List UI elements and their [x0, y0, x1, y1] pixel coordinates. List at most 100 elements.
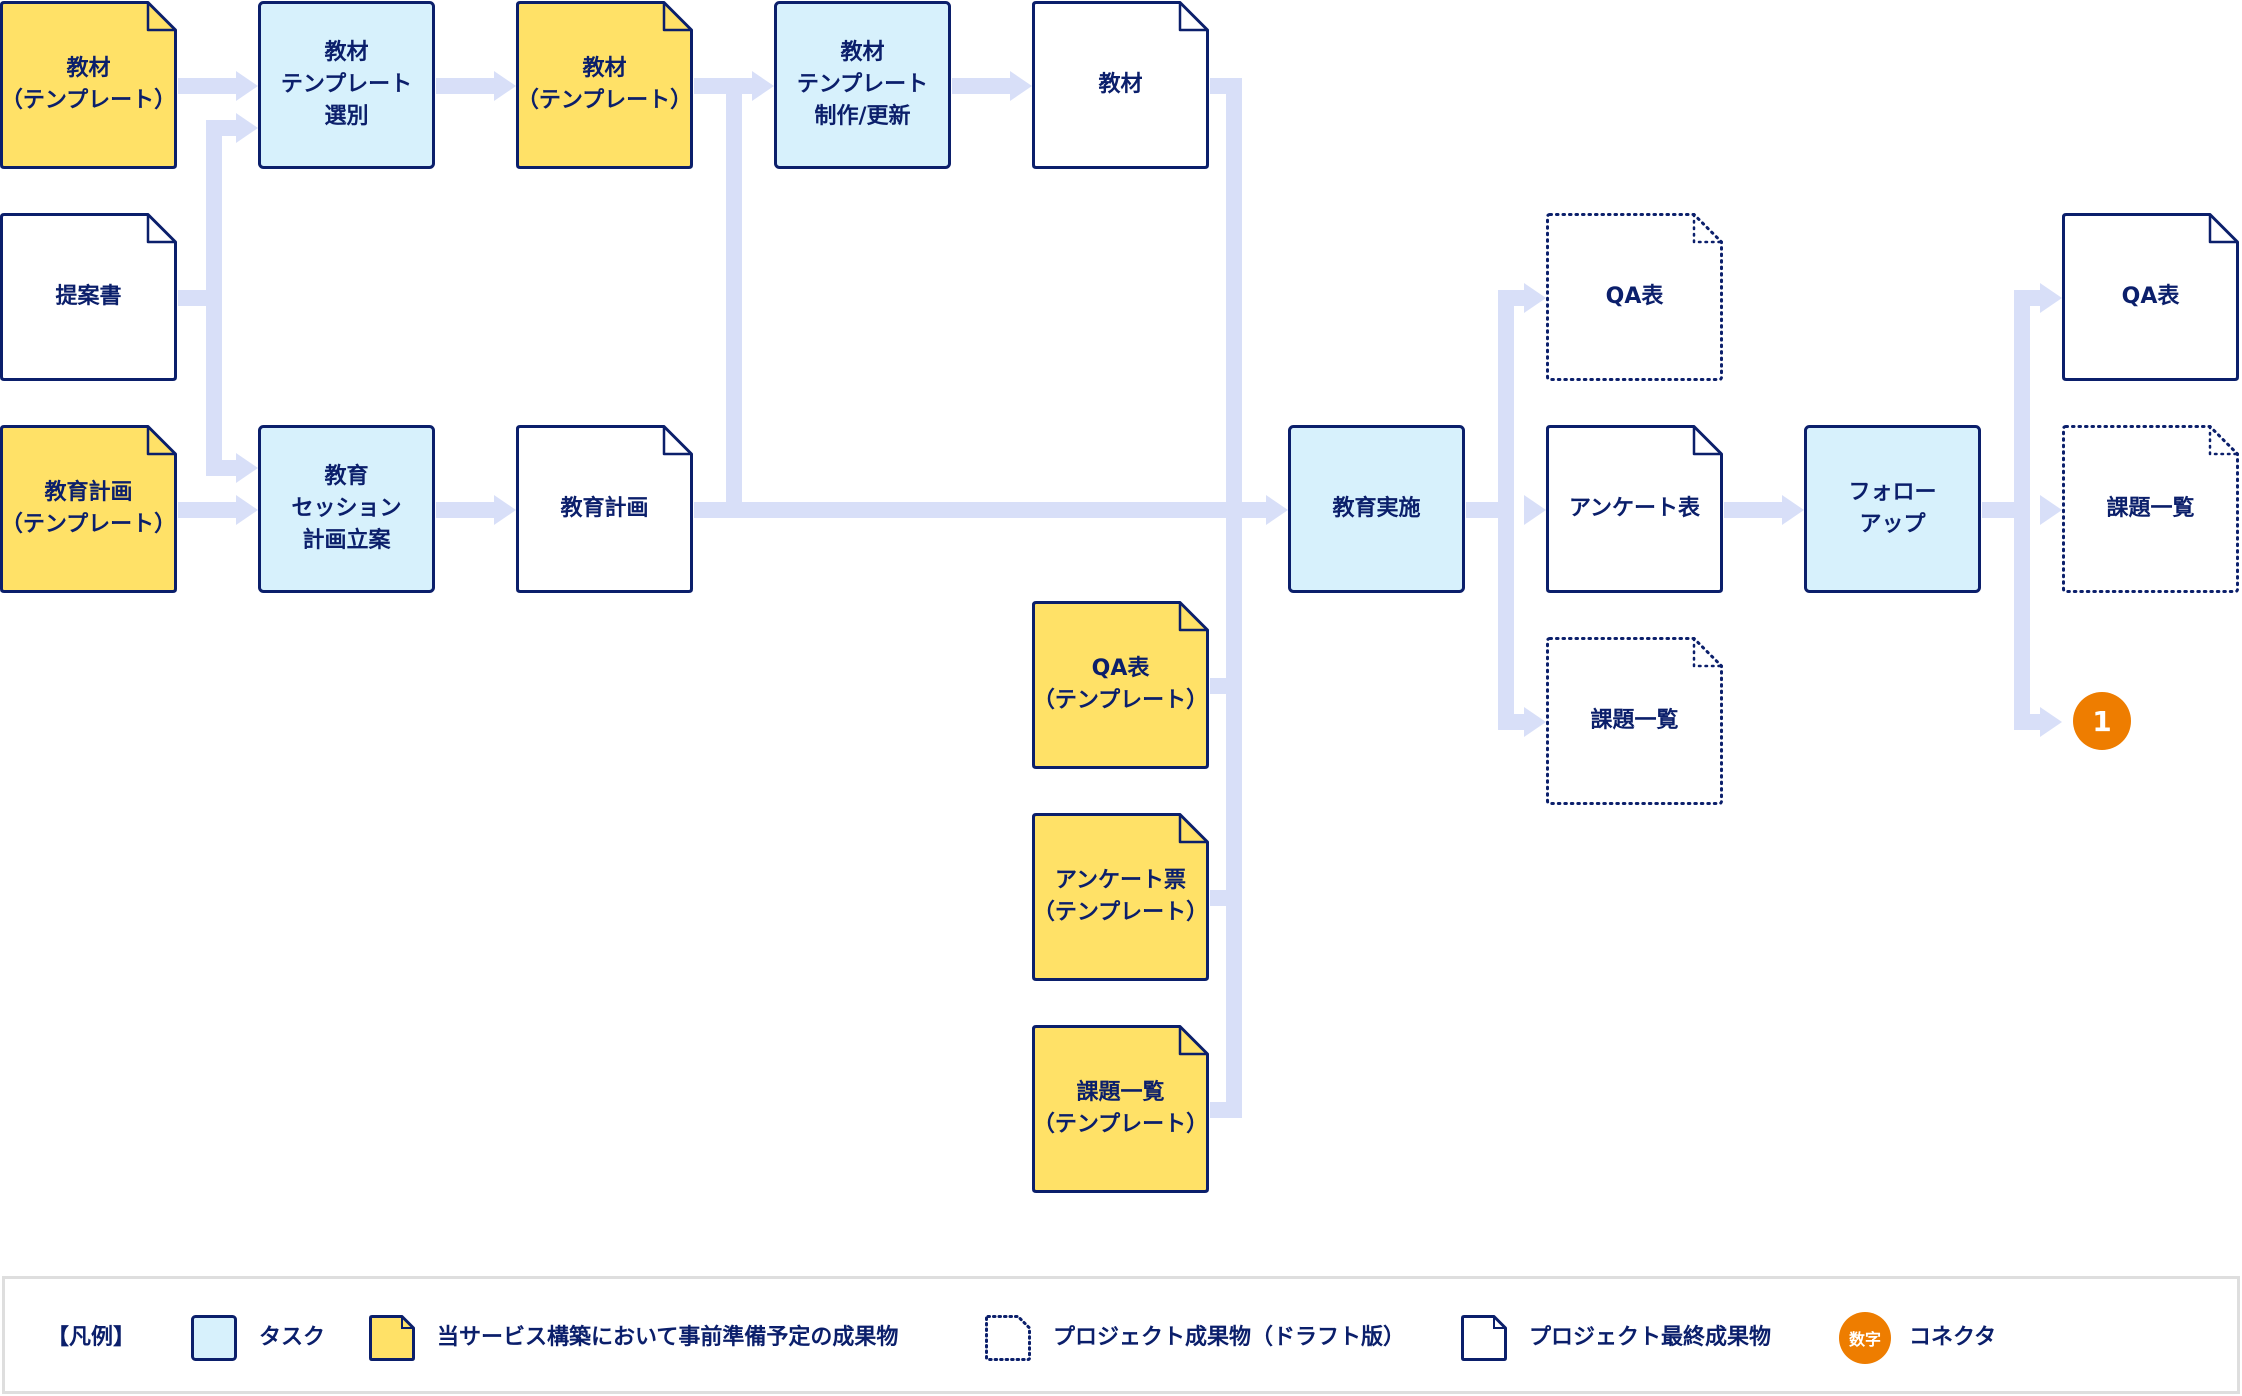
- node-kyozai-template-select: 教材 テンプレート 選別: [258, 1, 435, 169]
- legend-title: 【凡例】: [47, 1325, 136, 1350]
- prepared-document-icon: [1032, 1025, 1209, 1193]
- legend-label-prepared: 当サービス構築において事前準備予定の成果物: [437, 1325, 899, 1350]
- prepared-legend-icon: [369, 1315, 415, 1361]
- node-label: 課題一覧: [2106, 496, 2195, 521]
- final-document-icon: [1032, 1, 1209, 169]
- flow-line: [694, 78, 754, 94]
- final-document-icon: [516, 425, 693, 593]
- node-label: 教育実施: [1332, 496, 1421, 521]
- task-box-icon: [258, 425, 435, 593]
- flow-line: [952, 78, 1012, 94]
- node-label: 教材 （テンプレート）: [0, 56, 177, 113]
- arrow-head: [2040, 707, 2062, 737]
- arrow-head: [494, 71, 516, 101]
- flow-line: [206, 460, 238, 476]
- node-label: 課題一覧 （テンプレート）: [1032, 1080, 1209, 1137]
- node-kyozai-template-1: 教材 （テンプレート）: [0, 1, 177, 169]
- task-box-icon: [774, 1, 951, 169]
- node-label: 教材 テンプレート 選別: [280, 40, 413, 129]
- prepared-document-icon: [1032, 601, 1209, 769]
- prepared-document-icon: [0, 1, 177, 169]
- flow-line: [726, 78, 742, 518]
- task-legend-icon: [191, 1315, 237, 1361]
- node-label: 課題一覧: [1590, 708, 1679, 733]
- node-qa-final: QA表: [2062, 213, 2239, 381]
- final-document-icon: [1546, 425, 1723, 593]
- node-kyozai-template-2: 教材 （テンプレート）: [516, 1, 693, 169]
- node-label: フォロー アップ: [1848, 480, 1937, 537]
- flow-line: [1210, 890, 1242, 906]
- flow-line: [178, 502, 238, 518]
- flow-line: [2014, 714, 2042, 730]
- flow-line: [1498, 290, 1526, 306]
- arrow-head: [236, 71, 258, 101]
- legend-label-connector: コネクタ: [1909, 1325, 1997, 1350]
- node-label: QA表: [1605, 284, 1664, 309]
- flow-line: [1724, 502, 1784, 518]
- flow-line: [1498, 290, 1514, 722]
- node-session-plan: 教育 セッション 計画立案: [258, 425, 435, 593]
- final-document-icon: [0, 213, 177, 381]
- arrow-head: [1524, 707, 1546, 737]
- node-label: アンケート表: [1568, 496, 1701, 521]
- node-label: 教育計画 （テンプレート）: [0, 480, 177, 537]
- flow-line: [178, 78, 238, 94]
- node-teiansho: 提案書: [0, 213, 177, 381]
- arrow-head: [236, 495, 258, 525]
- legend-label-draft: プロジェクト成果物（ドラフト版）: [1053, 1325, 1406, 1350]
- node-label: 提案書: [55, 284, 122, 309]
- node-label: 教材 （テンプレート）: [516, 56, 693, 113]
- node-label: QA表: [2121, 284, 2180, 309]
- node-label: アンケート票 （テンプレート）: [1032, 868, 1209, 925]
- node-follow-up: フォロー アップ: [1804, 425, 1981, 593]
- arrow-head: [1010, 71, 1032, 101]
- flow-line: [206, 120, 238, 136]
- flow-line: [2014, 290, 2042, 306]
- node-enquete: アンケート表: [1546, 425, 1723, 593]
- arrow-head: [236, 453, 258, 483]
- legend-label-final: プロジェクト最終成果物: [1529, 1325, 1772, 1350]
- arrow-head: [1524, 283, 1546, 313]
- flow-line: [436, 502, 496, 518]
- node-enquete-template: アンケート票 （テンプレート）: [1032, 813, 1209, 981]
- legend: 【凡例】 タスク 当サービス構築において事前準備予定の成果物 プロジェクト成果物…: [2, 1276, 2240, 1394]
- arrow-head: [1266, 495, 1288, 525]
- final-legend-icon: [1461, 1315, 1507, 1361]
- node-kyoiku-keikaku: 教育計画: [516, 425, 693, 593]
- node-qa-draft: QA表: [1546, 213, 1723, 381]
- connector-legend-icon: 数字: [1839, 1312, 1891, 1364]
- draft-document-icon: [1546, 213, 1723, 381]
- flow-line: [1210, 1102, 1242, 1118]
- task-box-icon: [1804, 425, 1981, 593]
- arrow-head: [1782, 495, 1804, 525]
- prepared-document-icon: [1032, 813, 1209, 981]
- node-kyozai: 教材: [1032, 1, 1209, 169]
- flow-line: [2014, 290, 2030, 722]
- task-box-icon: [1288, 425, 1465, 593]
- flow-line: [436, 78, 496, 94]
- arrow-head: [236, 113, 258, 143]
- connector-badge: 1: [2073, 692, 2131, 750]
- node-label: 教育 セッション 計画立案: [291, 464, 402, 553]
- flow-line: [1498, 714, 1526, 730]
- node-qa-template: QA表 （テンプレート）: [1032, 601, 1209, 769]
- flow-line: [694, 502, 1268, 518]
- node-label: 教育計画: [560, 496, 649, 521]
- node-kyozai-template-create: 教材 テンプレート 制作/更新: [774, 1, 951, 169]
- draft-document-icon: [2062, 425, 2239, 593]
- flow-line: [1210, 678, 1242, 694]
- node-kyoiku-jisshi: 教育実施: [1288, 425, 1465, 593]
- final-document-icon: [2062, 213, 2239, 381]
- flow-line: [178, 290, 214, 306]
- node-label: 教材: [1098, 72, 1143, 97]
- node-kadai-draft: 課題一覧: [1546, 637, 1723, 805]
- node-kyoiku-keikaku-template: 教育計画 （テンプレート）: [0, 425, 177, 593]
- node-kadai-draft-2: 課題一覧: [2062, 425, 2239, 593]
- flow-line: [1226, 78, 1242, 1117]
- arrow-head: [494, 495, 516, 525]
- arrow-head: [1524, 495, 1546, 525]
- node-label: 教材 テンプレート 制作/更新: [796, 40, 929, 129]
- arrow-head: [2040, 495, 2062, 525]
